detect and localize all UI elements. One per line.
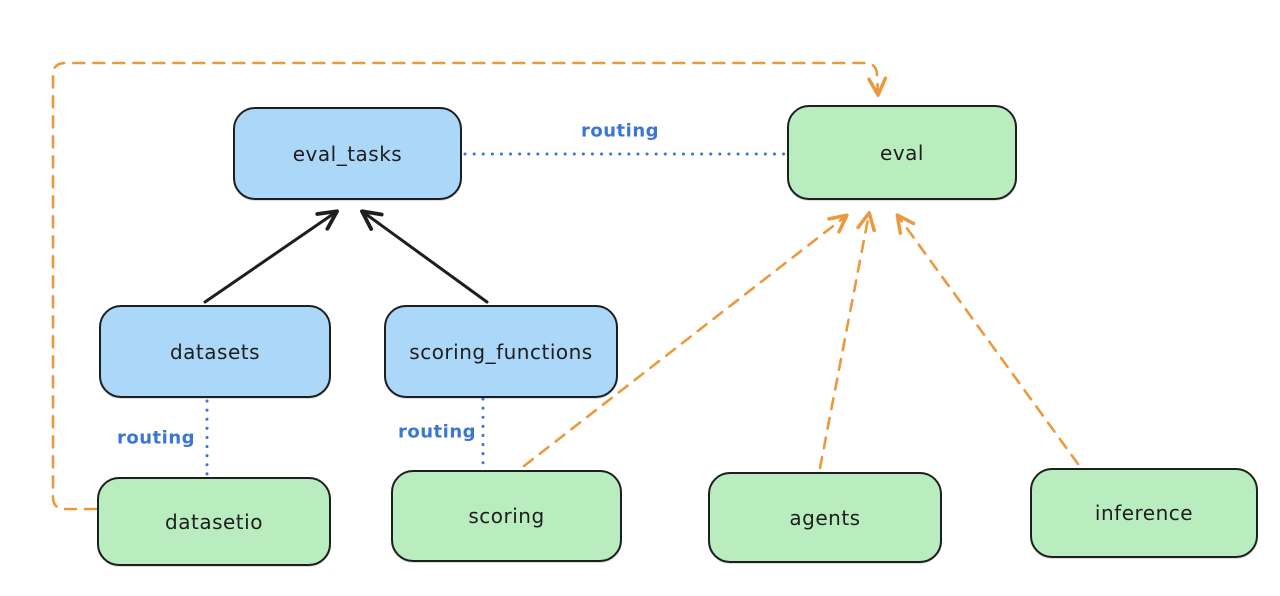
node-eval-tasks: eval_tasks [233,107,462,200]
node-eval: eval [787,105,1017,200]
edge-datasets-to-eval-tasks [203,209,339,304]
node-eval-label: eval [880,140,924,165]
node-scoring-label: scoring [468,504,545,528]
node-scoring-functions: scoring_functions [384,305,618,398]
node-inference-label: inference [1094,501,1194,525]
node-eval-tasks-label: eval_tasks [292,141,403,166]
edge-agents-to-eval [818,211,876,470]
node-datasetio: datasetio [97,477,331,566]
node-datasets: datasets [99,305,331,398]
node-agents: agents [708,472,942,563]
node-scoring-functions-label: scoring_functions [409,339,593,364]
node-agents-label: agents [789,505,861,530]
edge-datasetio-to-eval [51,61,888,511]
node-inference: inference [1030,468,1258,558]
edge-scoring-functions-to-eval-tasks [360,209,489,304]
edge-scoring-to-eval [522,213,849,468]
edge-label-routing-datasets-datasetio: routing [116,427,196,449]
node-datasets-label: datasets [169,339,261,364]
edge-inference-to-eval [895,213,1080,466]
node-scoring: scoring [391,470,622,562]
edge-label-routing-scoring-functions-scoring: routing [397,421,477,443]
edge-label-routing-eval-tasks-eval: routing [580,120,660,142]
node-datasetio-label: datasetio [165,509,263,534]
